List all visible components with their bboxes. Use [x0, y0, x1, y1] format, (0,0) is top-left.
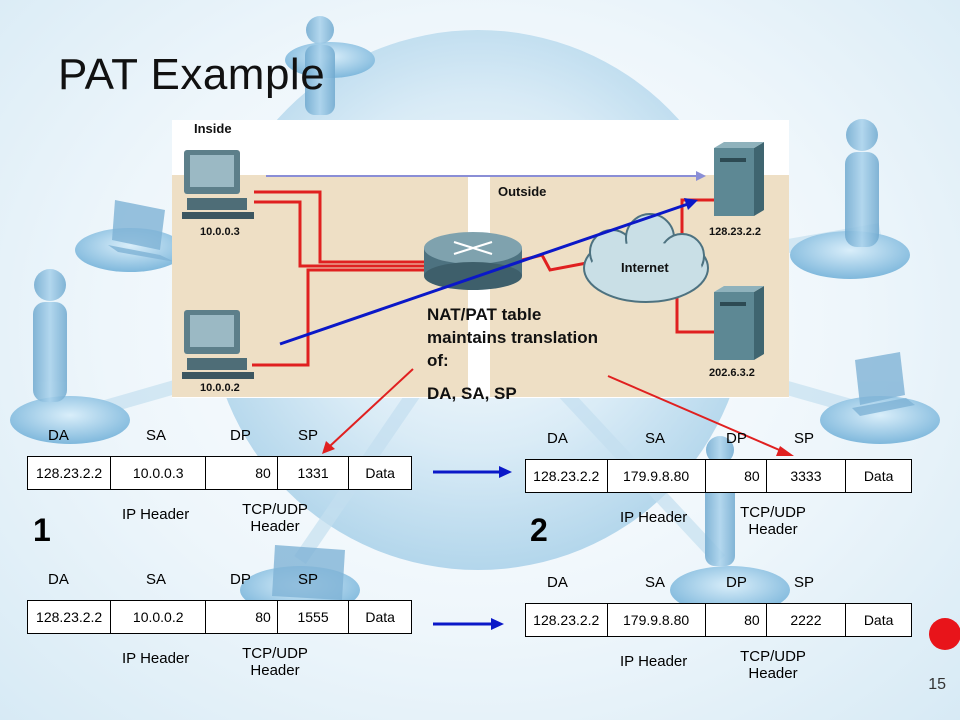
tcp-udp-header-caption: TCP/UDP Header: [240, 501, 310, 535]
server-ip-label: 128.23.2.2: [709, 226, 761, 238]
ip-header-caption: IP Header: [620, 509, 688, 526]
platform-disc: [670, 566, 790, 614]
host-ip-label: 10.0.0.2: [200, 382, 240, 394]
da-column-label: DA: [48, 571, 69, 588]
laptop-illustration: [852, 352, 915, 416]
host-ip-label: 10.0.0.3: [200, 226, 240, 238]
platform-disc: [790, 231, 910, 279]
ip-header-caption: IP Header: [122, 506, 190, 523]
packet-data-field: Data: [863, 612, 894, 628]
packet-da-field: 128.23.2.2: [28, 601, 112, 633]
packet-sa-field: 179.9.8.80: [608, 460, 706, 492]
page-number: 15: [928, 676, 946, 693]
da-column-label: DA: [547, 430, 568, 447]
da-column-label: DA: [48, 427, 69, 444]
sp-column-label: SP: [794, 430, 815, 447]
packet-sa-field: 10.0.0.3: [111, 457, 207, 489]
packet-data-field: Data: [863, 468, 894, 484]
inside-label: Inside: [194, 121, 232, 136]
router-icon: [424, 232, 522, 290]
packet-sp-field: 3333: [767, 460, 847, 492]
packet-sp-field: 1331: [278, 457, 350, 489]
tcp-udp-header-caption: TCP/UDP Header: [738, 648, 808, 682]
dp-column-label: DP: [230, 427, 251, 444]
tcp-udp-header-caption: TCP/UDP Header: [738, 504, 808, 538]
nat-note-line: of:: [427, 351, 449, 370]
packet-dp-field: 80: [206, 457, 278, 489]
tcp-udp-caption-line: TCP/UDP: [242, 501, 308, 518]
sa-column-label: SA: [645, 574, 666, 591]
packet-da-field: 128.23.2.2: [28, 457, 112, 489]
sp-column-label: SP: [794, 574, 815, 591]
packet-data-field: Data: [365, 609, 395, 625]
inside-links: [252, 190, 428, 367]
platform-disc: [820, 396, 940, 444]
person-figure: [305, 16, 335, 115]
laptop-illustration: [272, 545, 345, 600]
packet-da-field: 128.23.2.2: [526, 460, 608, 492]
packet-sp-field: 2222: [767, 604, 847, 636]
dp-column-label: DP: [230, 571, 251, 588]
ip-header-caption: IP Header: [122, 650, 190, 667]
packet-data-field: Data: [365, 465, 395, 481]
tcp-udp-caption-line: TCP/UDP: [242, 645, 308, 662]
desktop-computer-icon: [182, 310, 254, 379]
internet-cloud-icon: [583, 213, 709, 303]
packet-header: 128.23.2.2 10.0.0.2 80 1555 Data: [27, 600, 412, 634]
nat-note-fields: DA, SA, SP: [427, 384, 517, 403]
packet-header: 128.23.2.2 179.9.8.80 80 2222 Data: [525, 603, 912, 637]
packet-sp-field: 1555: [278, 601, 350, 633]
dp-column-label: DP: [726, 430, 747, 447]
step-number-label: 2: [530, 512, 548, 548]
sa-column-label: SA: [146, 427, 167, 444]
platform-disc: [10, 396, 130, 444]
nat-note-line: NAT/PAT table: [427, 305, 542, 324]
packet-dp-field: 80: [706, 604, 767, 636]
packet-header: 128.23.2.2 179.9.8.80 80 3333 Data: [525, 459, 912, 493]
return-arrow: [266, 171, 706, 181]
packet-dp-field: 80: [706, 460, 767, 492]
person-figure: [33, 269, 67, 402]
packet-da-field: 128.23.2.2: [526, 604, 608, 636]
laser-pointer-dot: [929, 618, 960, 650]
tcp-udp-caption-line: Header: [748, 665, 798, 682]
person-figure: [845, 119, 879, 247]
sa-column-label: SA: [146, 571, 167, 588]
flow-arrow: [279, 198, 698, 346]
desktop-computer-icon: [182, 150, 254, 219]
ip-header-caption: IP Header: [620, 653, 688, 670]
outside-label: Outside: [498, 184, 547, 199]
tcp-udp-caption-line: Header: [250, 662, 300, 679]
nat-note-line: maintains translation: [427, 328, 598, 347]
nat-pat-note: NAT/PAT table maintains translation of: …: [427, 303, 652, 405]
server-icon: [714, 142, 764, 216]
packet-dp-field: 80: [206, 601, 278, 633]
tcp-udp-caption-line: TCP/UDP: [740, 648, 806, 665]
tcp-udp-caption-line: Header: [250, 518, 300, 535]
tcp-udp-header-caption: TCP/UDP Header: [240, 645, 310, 679]
internet-label: Internet: [621, 260, 669, 275]
sp-column-label: SP: [298, 427, 319, 444]
packet-header: 128.23.2.2 10.0.0.3 80 1331 Data: [27, 456, 412, 490]
sp-column-label: SP: [298, 571, 319, 588]
laptop-illustration: [108, 200, 175, 262]
dp-column-label: DP: [726, 574, 747, 591]
packet-sa-field: 10.0.0.2: [111, 601, 207, 633]
person-figure: [705, 436, 735, 566]
slide-title: PAT Example: [58, 50, 326, 99]
da-column-label: DA: [547, 574, 568, 591]
step-number-label: 1: [33, 512, 51, 548]
server-ip-label: 202.6.3.2: [709, 367, 755, 379]
packet-sa-field: 179.9.8.80: [608, 604, 706, 636]
tcp-udp-caption-line: Header: [748, 521, 798, 538]
tcp-udp-caption-line: TCP/UDP: [740, 504, 806, 521]
sa-column-label: SA: [645, 430, 666, 447]
server-icon: [714, 286, 764, 360]
